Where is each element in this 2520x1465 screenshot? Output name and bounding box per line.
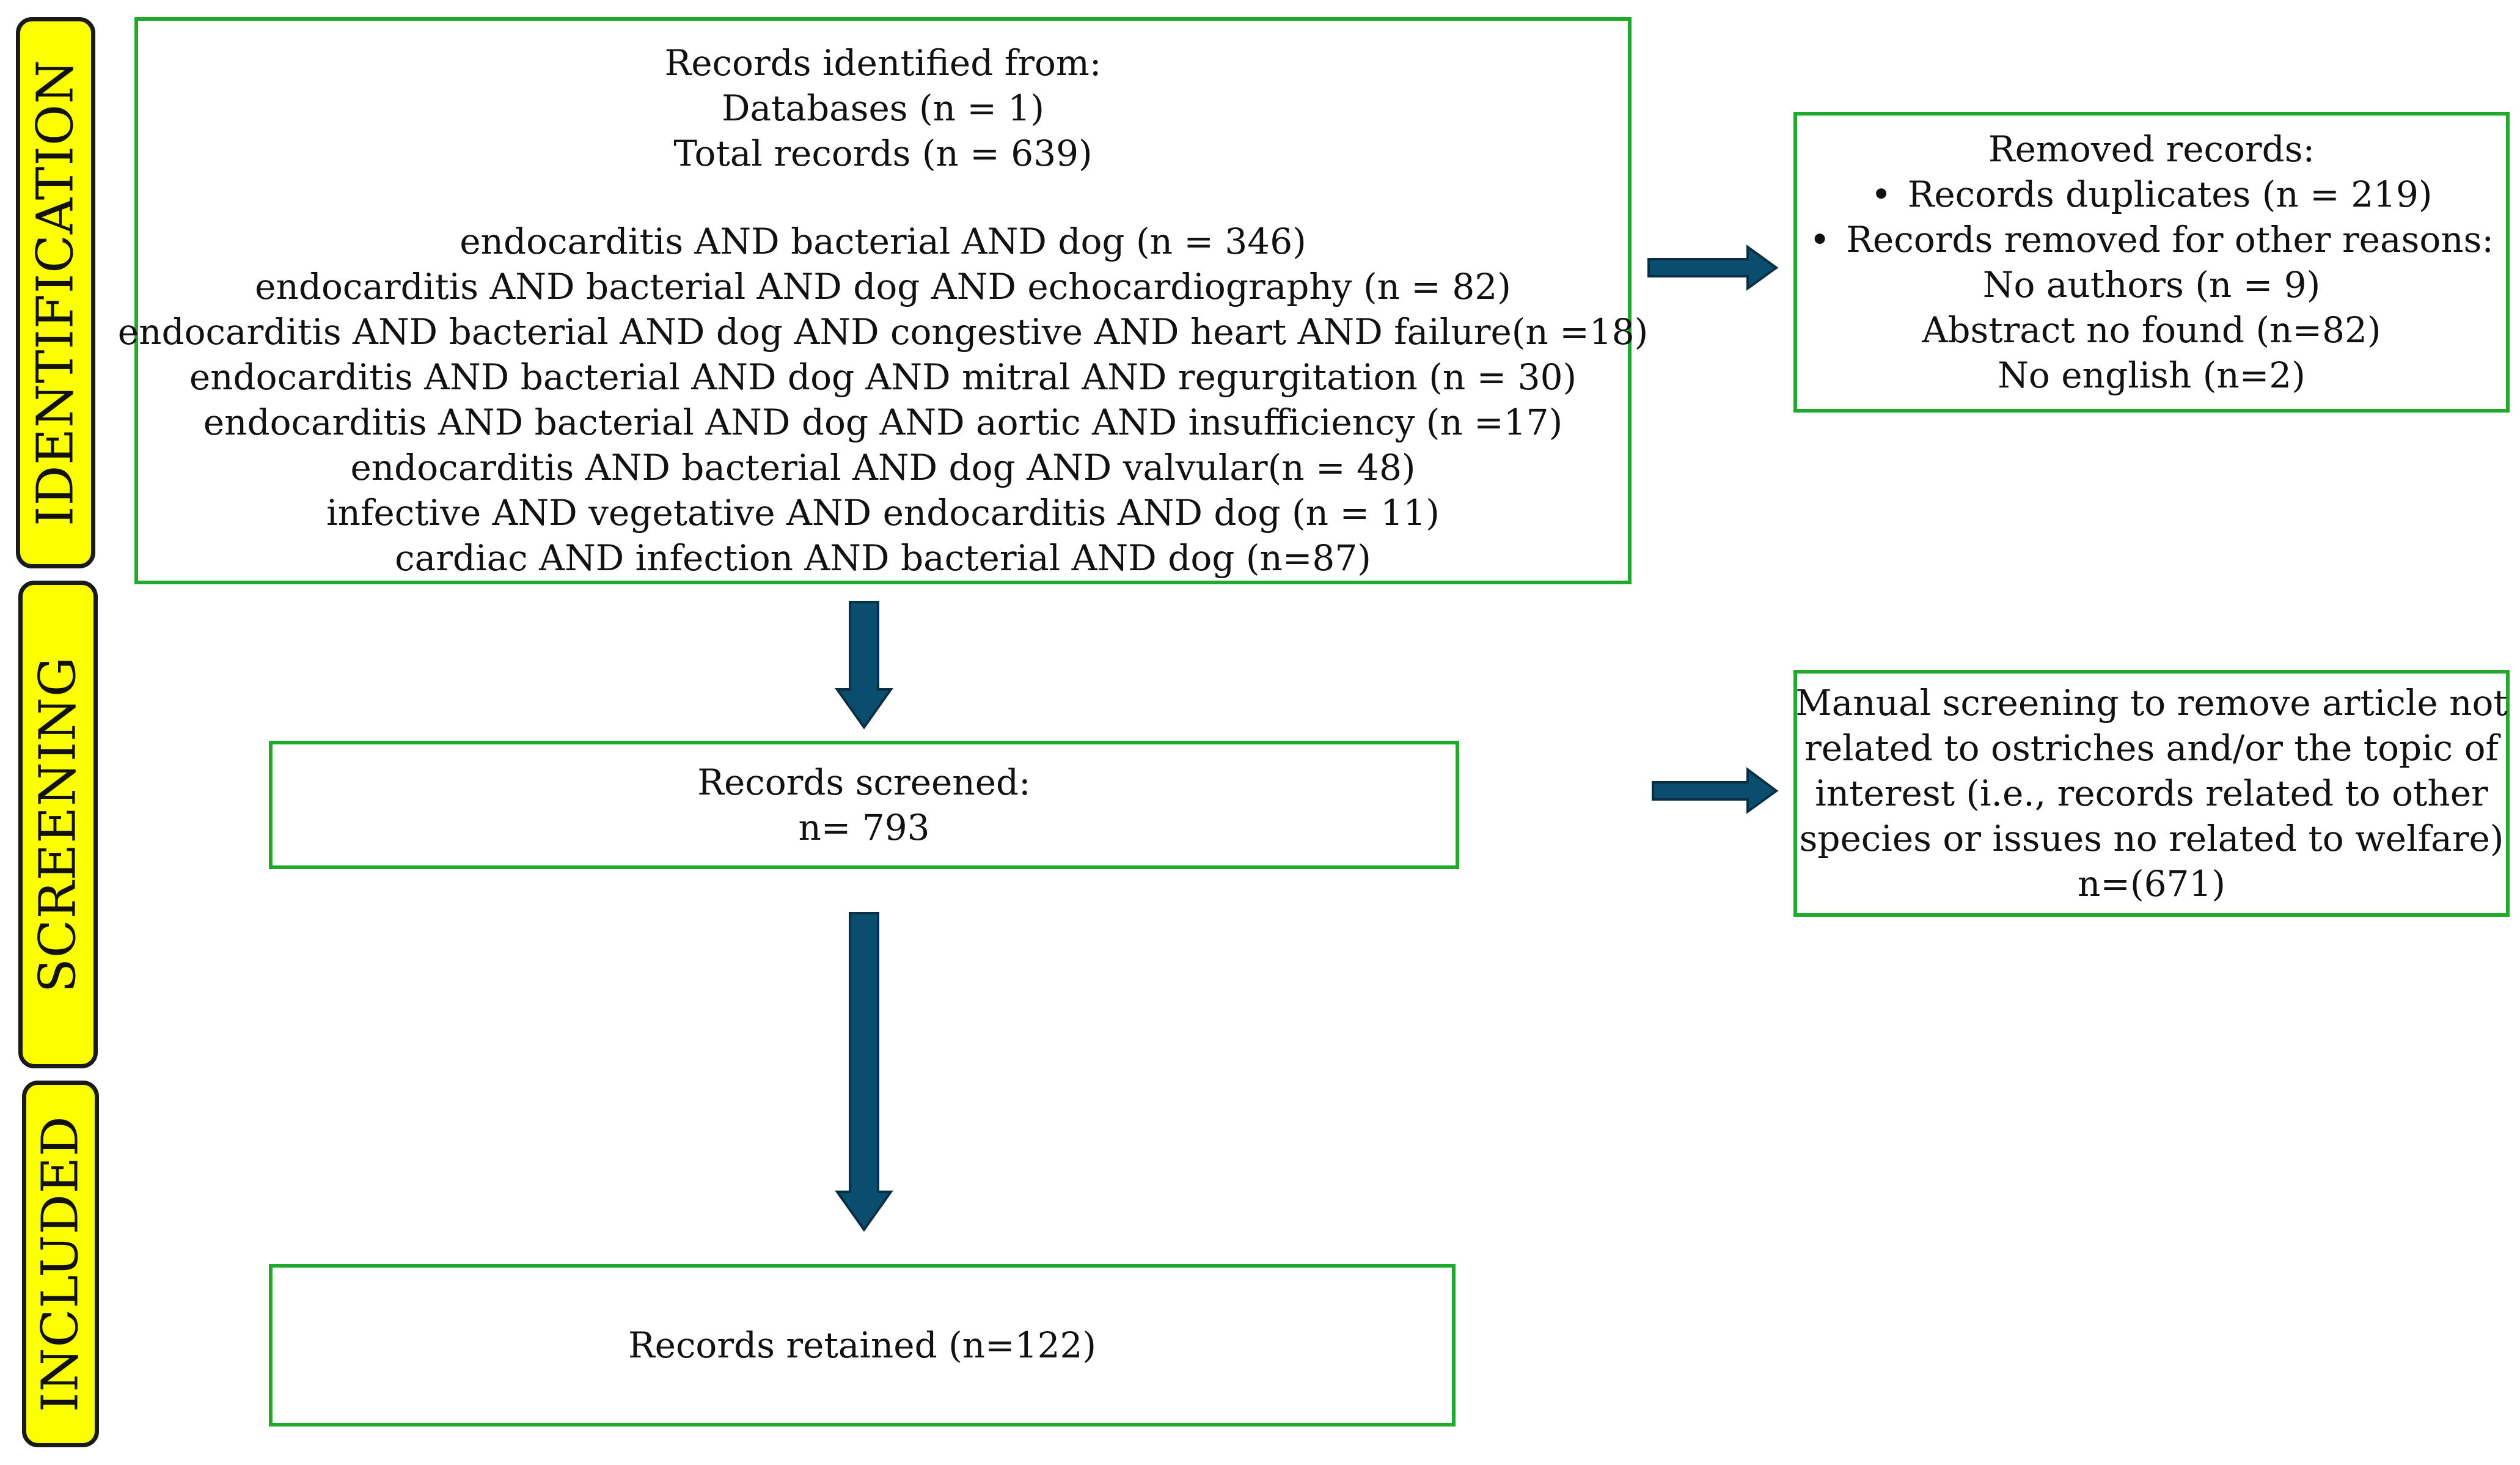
removed-records-box: Removed records: • Records duplicates (n… xyxy=(1793,112,2510,413)
search-query: endocarditis AND bacterial AND dog (n = … xyxy=(460,221,1306,262)
arrow-down-icon xyxy=(835,601,893,730)
identified-title: Records identified from: xyxy=(664,42,1102,84)
identified-databases: Databases (n = 1) xyxy=(722,87,1044,129)
manual-screening-box: Manual screening to remove article not r… xyxy=(1793,670,2510,917)
records-screened-box: Records screened: n= 793 xyxy=(269,741,1459,869)
search-query: endocarditis AND bacterial AND dog AND v… xyxy=(350,447,1416,488)
manual-line: species or issues no related to welfare) xyxy=(1799,818,2504,859)
stage-label-identification: IDENTIFICATION xyxy=(16,17,95,568)
manual-line: related to ostriches and/or the topic of xyxy=(1804,727,2499,769)
manual-line: interest (i.e., records related to other xyxy=(1815,773,2488,814)
search-query: endocarditis AND bacterial AND dog AND e… xyxy=(255,266,1511,307)
bullet-icon: • xyxy=(1809,219,1831,260)
search-query: cardiac AND infection AND bacterial AND … xyxy=(395,537,1371,579)
removed-duplicates: Records duplicates (n = 219) xyxy=(1907,174,2433,215)
stage-label-screening: SCREENING xyxy=(18,581,98,1068)
search-query: endocarditis AND bacterial AND dog AND c… xyxy=(117,311,1649,353)
removed-other-item: • Records removed for other reasons: xyxy=(1809,217,2494,262)
arrow-right-icon xyxy=(1652,767,1779,814)
bullet-icon: • xyxy=(1870,174,1892,215)
arrow-right-icon xyxy=(1647,244,1779,291)
identified-total: Total records (n = 639) xyxy=(673,133,1093,174)
arrow-down-icon xyxy=(835,912,893,1232)
removed-duplicates-item: • Records duplicates (n = 219) xyxy=(1870,172,2432,217)
screened-count: n= 793 xyxy=(798,807,930,848)
removed-title: Removed records: xyxy=(1988,128,2315,170)
removed-abstract: Abstract no found (n=82) xyxy=(1922,309,2381,351)
search-query: endocarditis AND bacterial AND dog AND a… xyxy=(203,402,1563,443)
search-query: infective AND vegetative AND endocarditi… xyxy=(326,492,1440,534)
records-identified-box: Records identified from: Databases (n = … xyxy=(118,17,1648,584)
manual-line: Manual screening to remove article not xyxy=(1795,682,2508,724)
removed-english: No english (n=2) xyxy=(1998,354,2306,396)
stage-label-included: INCLUDED xyxy=(22,1081,99,1447)
records-retained-box: Records retained (n=122) xyxy=(269,1264,1456,1426)
search-query: endocarditis AND bacterial AND dog AND m… xyxy=(189,356,1577,398)
manual-count: n=(671) xyxy=(2078,863,2225,905)
removed-no-authors: No authors (n = 9) xyxy=(1982,264,2321,306)
retained-label: Records retained (n=122) xyxy=(628,1324,1097,1366)
removed-other-reasons: Records removed for other reasons: xyxy=(1846,219,2494,260)
screened-title: Records screened: xyxy=(697,762,1031,803)
